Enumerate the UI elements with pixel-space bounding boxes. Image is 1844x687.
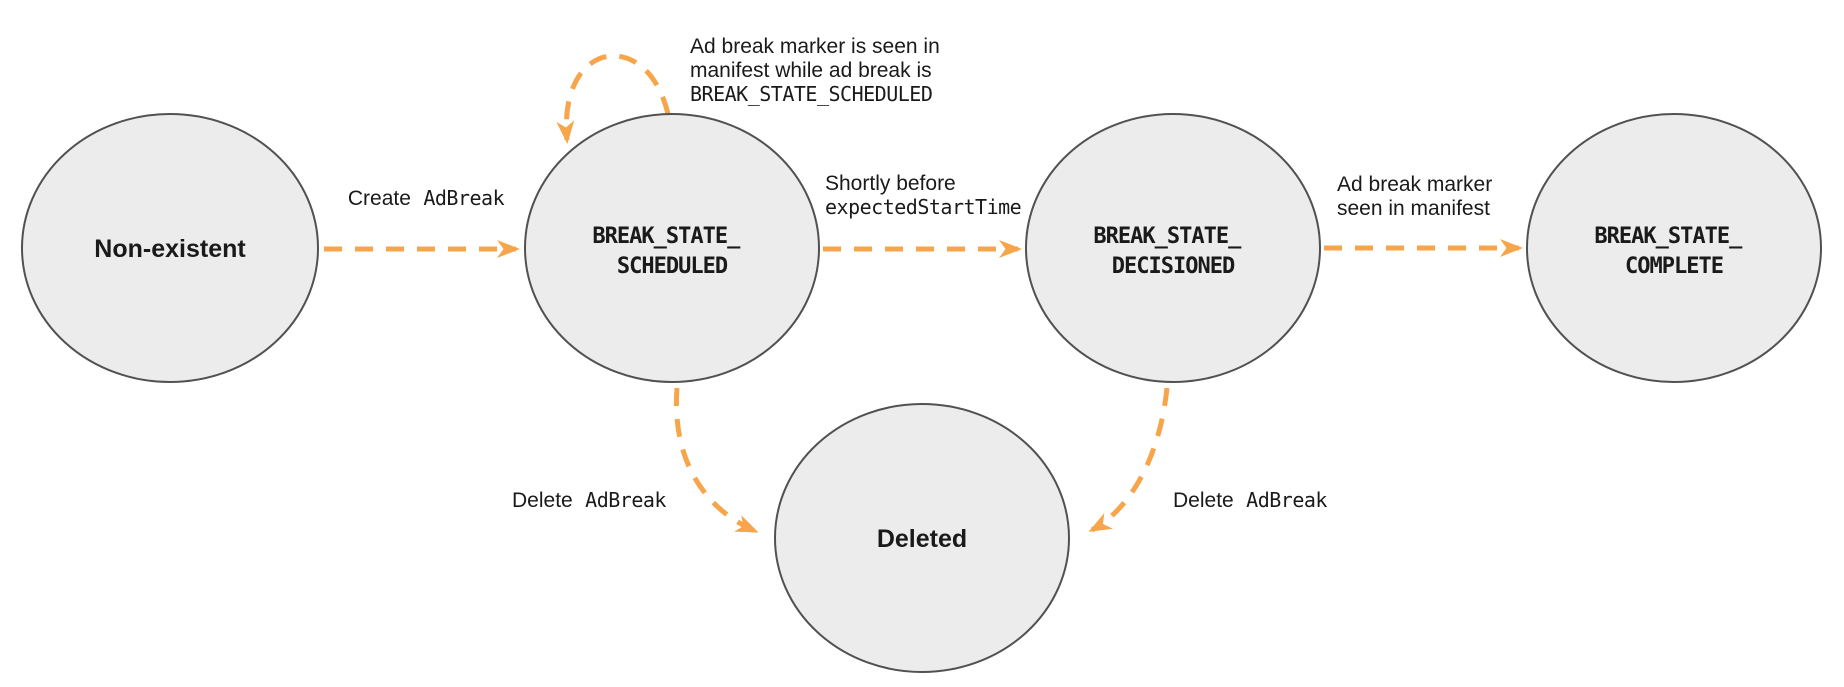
state-node-break-state-complete [1526, 113, 1822, 383]
edge-label-delete-adbreak-right: Delete AdBreak [1173, 488, 1327, 512]
state-label-break-state-scheduled: BREAK_STATE_ SCHEDULED [592, 224, 751, 279]
edge-label-delete-adbreak-left: Delete AdBreak [512, 488, 666, 512]
state-label-deleted: Deleted [877, 525, 967, 553]
edges [324, 53, 1523, 534]
edge-label-shortly-before: Shortly before expectedStartTime [825, 172, 1021, 219]
state-node-break-state-scheduled [524, 113, 820, 383]
state-label-break-state-complete: BREAK_STATE_ COMPLETE [1594, 224, 1753, 279]
edge-label-marker-seen: Ad break marker seen in manifest [1337, 173, 1497, 220]
state-label-break-state-decisioned: BREAK_STATE_ DECISIONED [1093, 224, 1252, 279]
edge-delete-from-decisioned [1088, 387, 1170, 533]
edge-label-self-loop: Ad break marker is seen in manifest whil… [690, 35, 944, 106]
edge-delete-from-scheduled [673, 387, 759, 534]
state-node-deleted [774, 403, 1070, 673]
state-node-non-existent [21, 113, 319, 383]
state-label-non-existent: Non-existent [94, 235, 246, 263]
state-node-break-state-decisioned [1025, 113, 1321, 383]
nodes: Non-existent BREAK_STATE_ SCHEDULED BREA… [21, 113, 1822, 673]
edge-self-loop-scheduled [556, 53, 671, 144]
edge-label-create-adbreak: Create AdBreak [348, 186, 505, 210]
edge-labels: Create AdBreak Ad break marker is seen i… [348, 35, 1497, 512]
